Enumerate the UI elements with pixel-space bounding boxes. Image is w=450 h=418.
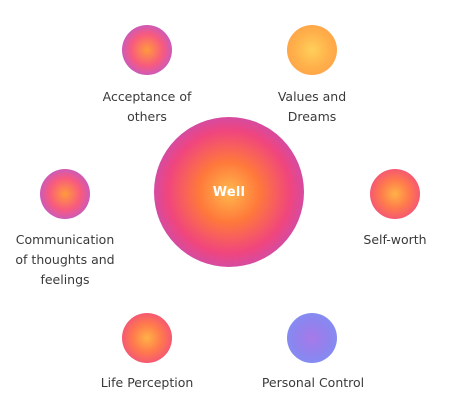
node-personal-control xyxy=(287,313,337,363)
node-values-and-dreams xyxy=(287,25,337,75)
label-personal-control: Personal Control xyxy=(261,375,365,390)
center-circle: Well xyxy=(154,117,304,267)
node-communication xyxy=(40,169,90,219)
node-self-worth xyxy=(370,169,420,219)
label-acceptance-of-others: Acceptance of others xyxy=(102,89,192,124)
node-life-perception xyxy=(122,313,172,363)
node-acceptance-of-others xyxy=(122,25,172,75)
label-communication: Communication of thoughts and feelings xyxy=(15,232,115,287)
label-self-worth: Self-worth xyxy=(363,232,427,247)
label-life-perception: Life Perception xyxy=(100,375,194,390)
label-values-and-dreams: Values and Dreams xyxy=(277,89,347,124)
center-label: Well xyxy=(212,184,246,200)
